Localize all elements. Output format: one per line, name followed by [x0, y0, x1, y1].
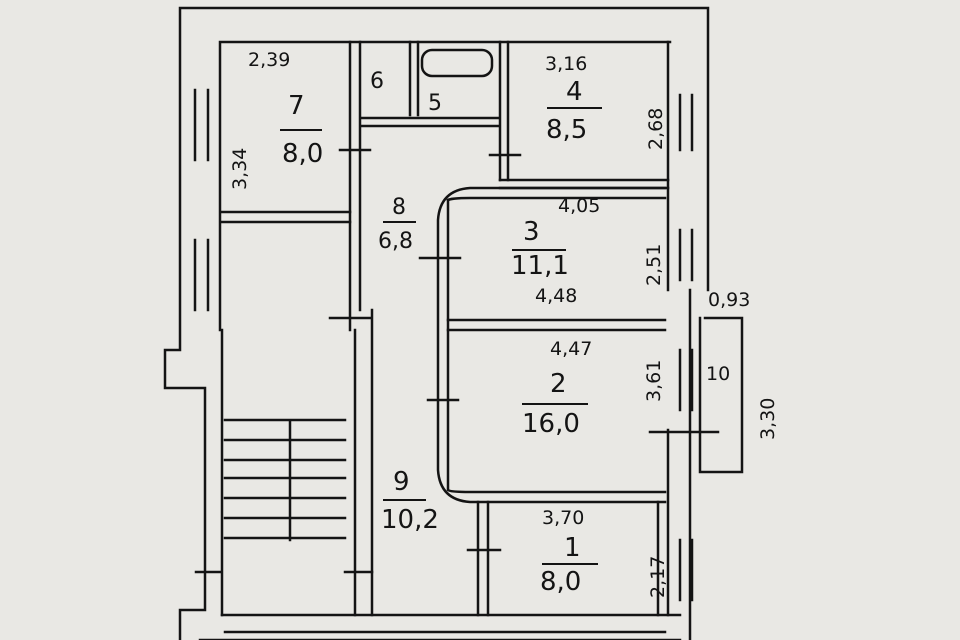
room-4-number: 4	[566, 77, 583, 107]
window-room-2	[678, 348, 694, 412]
door-marks	[194, 148, 720, 574]
right-wall	[666, 40, 692, 640]
window-room-4	[678, 93, 694, 152]
room-7-area: 8,0	[282, 139, 323, 169]
room-5-number: 5	[428, 91, 442, 116]
room-3-width: 4,05	[558, 195, 600, 217]
room-2-height: 3,61	[643, 360, 665, 402]
room-1-wall	[476, 500, 660, 617]
window-stair	[193, 238, 210, 312]
room-1-height: 2,17	[647, 556, 669, 598]
window-room-7	[193, 88, 210, 162]
room-10-balcony	[698, 316, 744, 474]
corridor-wall-left	[328, 40, 374, 617]
room-8-area: 6,8	[378, 229, 413, 254]
room-10-width: 0,93	[708, 289, 750, 311]
room-2-width: 4,47	[550, 338, 592, 360]
window-room-1	[678, 538, 694, 602]
room-9-area: 10,2	[381, 505, 439, 535]
room-4-width: 3,16	[545, 53, 587, 75]
room-3-height: 2,51	[643, 244, 665, 286]
room-3-width-bottom: 4,48	[535, 285, 577, 307]
room-4-area: 8,5	[546, 115, 587, 145]
room-2-area: 16,0	[522, 409, 580, 439]
room-3-area: 11,1	[511, 251, 569, 281]
room-7-height: 3,34	[229, 148, 251, 190]
room-8-number: 8	[392, 195, 406, 220]
room-1-number: 1	[564, 533, 581, 563]
room-7-number: 7	[288, 91, 305, 121]
room-2-number: 2	[550, 369, 567, 399]
bath-wall	[360, 40, 510, 182]
room-3-2-divider	[446, 318, 667, 332]
room-7-wall	[220, 210, 352, 224]
outer-wall	[163, 6, 710, 640]
window-room-3	[678, 228, 694, 282]
bottom-wall	[220, 613, 682, 634]
room-9-number: 9	[393, 467, 410, 497]
stair-treads	[223, 418, 347, 542]
bathtub	[420, 48, 494, 78]
room-1-width: 3,70	[542, 507, 584, 529]
inner-outer-wall	[198, 40, 682, 640]
room-1-area: 8,0	[540, 567, 581, 597]
room-4-height: 2,68	[645, 108, 667, 150]
room-3-wall	[436, 186, 667, 504]
room-7-width: 2,39	[248, 49, 290, 71]
room-6-number: 6	[370, 69, 384, 94]
room-3-number: 3	[523, 217, 540, 247]
room-10-number: 10	[706, 363, 730, 385]
room-10-height: 3,30	[757, 398, 779, 440]
